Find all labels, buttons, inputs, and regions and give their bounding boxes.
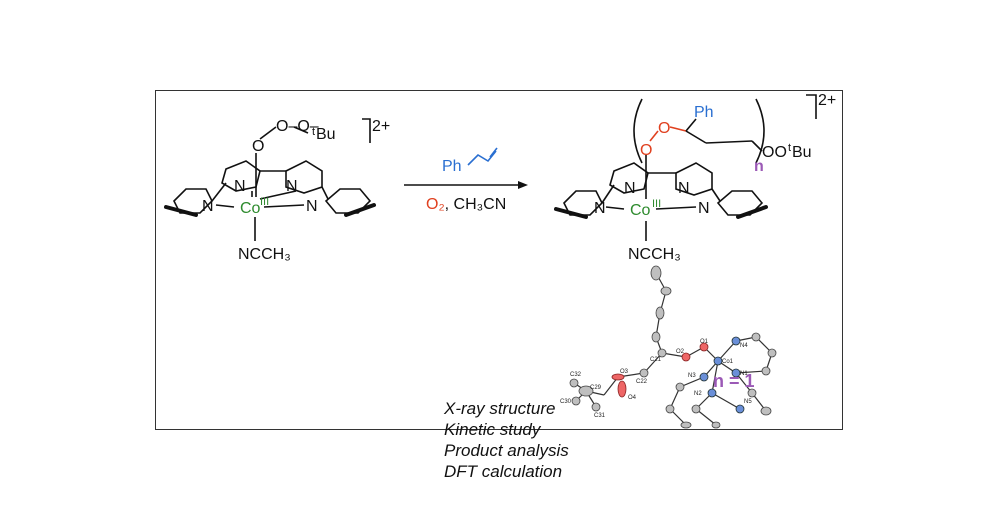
atom-n4: N4 [740, 343, 748, 349]
product-paren-left [633, 98, 643, 164]
reactant-o-apical: O [252, 138, 264, 155]
atom-n2: N2 [694, 391, 702, 397]
method-product-analysis: Product analysis [444, 441, 569, 460]
reactant-n-left: N [202, 198, 214, 215]
reagent-styrene-ph: Ph [442, 158, 462, 175]
atom-o3: O3 [620, 369, 629, 375]
product-n-top-left: N [624, 180, 636, 197]
atom-co1: Co1 [722, 359, 734, 365]
reactant-n-top-right: N [286, 178, 298, 195]
product-n-left: N [594, 200, 606, 217]
product-charge: 2+ [818, 92, 836, 109]
method-xray: X-ray structure [444, 399, 556, 418]
reactant-pyridine-right [324, 188, 372, 214]
product-pyridine-center-left [609, 162, 649, 194]
reactant-tbu-t: t [312, 126, 315, 138]
atom-o2: O2 [676, 349, 685, 355]
atom-o4: O4 [628, 395, 637, 401]
atom-c29: C29 [590, 385, 602, 391]
product-pyridine-right [716, 190, 764, 216]
product-complex: O O Ph n OO t Bu 2+ N N N N Co III NCCH₃ [554, 92, 836, 263]
reactant-charge: 2+ [372, 118, 390, 135]
product-metal: Co [630, 202, 651, 219]
atom-c32: C32 [570, 372, 582, 378]
reactant-n-right: N [306, 198, 318, 215]
product-n-subscript: n [754, 158, 764, 175]
reactant-o-o: O–O– [276, 118, 319, 135]
scheme-canvas: O O–O– t Bu 2+ N N N N Co III NCCH₃ Ph O… [164, 92, 836, 429]
product-axial-ligand: NCCH₃ [628, 246, 681, 263]
xray-n-label: n = 1 [713, 371, 755, 391]
product-tbu-t: t [788, 142, 791, 154]
product-terminal-oo: OO [762, 144, 787, 161]
reactant-tbu-bu: Bu [316, 126, 336, 143]
atom-n1: N1 [740, 371, 748, 377]
reactant-oxidation: III [260, 196, 269, 208]
atom-c22: C22 [636, 379, 648, 385]
product-paren-right [755, 98, 765, 164]
product-oxidation: III [652, 198, 661, 210]
product-ph: Ph [694, 104, 714, 121]
product-o1: O [640, 142, 652, 159]
atom-o1: O1 [700, 339, 709, 345]
product-o2: O [658, 120, 670, 137]
atom-c21: C21 [650, 357, 662, 363]
reaction-arrow: Ph O₂, CH₃CN [404, 147, 528, 213]
reactant-n-top-left: N [234, 178, 246, 195]
reactant-complex: O O–O– t Bu 2+ N N N N Co III NCCH₃ [164, 118, 390, 263]
method-list: X-ray structure Kinetic study Product an… [444, 398, 569, 482]
xray-structure: C32 C29 C30 C31 O3 O4 C22 C21 O2 O1 N4 C… [560, 265, 777, 429]
atom-n5: N5 [744, 399, 752, 405]
figure-frame: O O–O– t Bu 2+ N N N N Co III NCCH₃ Ph O… [155, 90, 843, 481]
product-n-right: N [698, 200, 710, 217]
reactant-axial-ligand: NCCH₃ [238, 246, 291, 263]
atom-n3: N3 [688, 373, 696, 379]
reactant-metal: Co [240, 200, 261, 217]
arrow-head [518, 181, 528, 189]
product-n-top-right: N [678, 180, 690, 197]
method-kinetics: Kinetic study [444, 420, 541, 439]
atom-c30: C30 [560, 399, 572, 405]
method-dft: DFT calculation [444, 462, 563, 481]
reagent-conditions: O₂, CH₃CN [426, 196, 506, 213]
atom-c31: C31 [594, 413, 606, 419]
reagent-styrene-vinyl [467, 150, 497, 166]
product-tbu-bu: Bu [792, 144, 812, 161]
